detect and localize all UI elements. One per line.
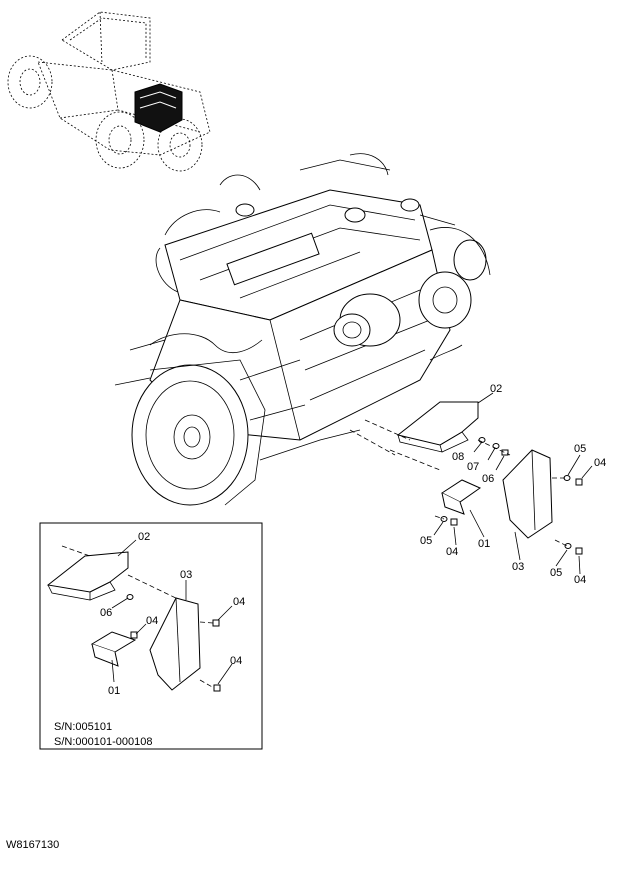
inset-callout-06: 06 bbox=[100, 607, 112, 619]
callout-04: 04 bbox=[594, 457, 606, 469]
engine-assembly-illustration bbox=[114, 153, 491, 506]
callout-04: 04 bbox=[446, 546, 458, 558]
inset-callout-04: 04 bbox=[230, 655, 242, 667]
inset-callout-01: 01 bbox=[108, 685, 120, 697]
drawing-reference-number: W8167130 bbox=[6, 839, 59, 851]
inset-callout-04: 04 bbox=[146, 615, 158, 627]
inset-callout-04: 04 bbox=[233, 596, 245, 608]
serial-number-line-2: S/N:000101-000108 bbox=[54, 736, 152, 748]
callout-05: 05 bbox=[420, 535, 432, 547]
machine-locator-thumbnail bbox=[7, 11, 211, 172]
callout-06: 06 bbox=[482, 473, 494, 485]
callout-04: 04 bbox=[574, 574, 586, 586]
callout-08: 08 bbox=[452, 451, 464, 463]
callout-05: 05 bbox=[574, 443, 586, 455]
callout-05: 05 bbox=[550, 567, 562, 579]
callout-07: 07 bbox=[467, 461, 479, 473]
serial-number-line-1: S/N:005101 bbox=[54, 721, 112, 733]
callout-01: 01 bbox=[478, 538, 490, 550]
main-exploded-parts bbox=[396, 392, 593, 575]
callout-03: 03 bbox=[512, 561, 524, 573]
inset-detail-box bbox=[39, 522, 263, 750]
inset-callout-02: 02 bbox=[138, 531, 150, 543]
inset-callout-03: 03 bbox=[180, 569, 192, 581]
callout-02: 02 bbox=[490, 383, 502, 395]
